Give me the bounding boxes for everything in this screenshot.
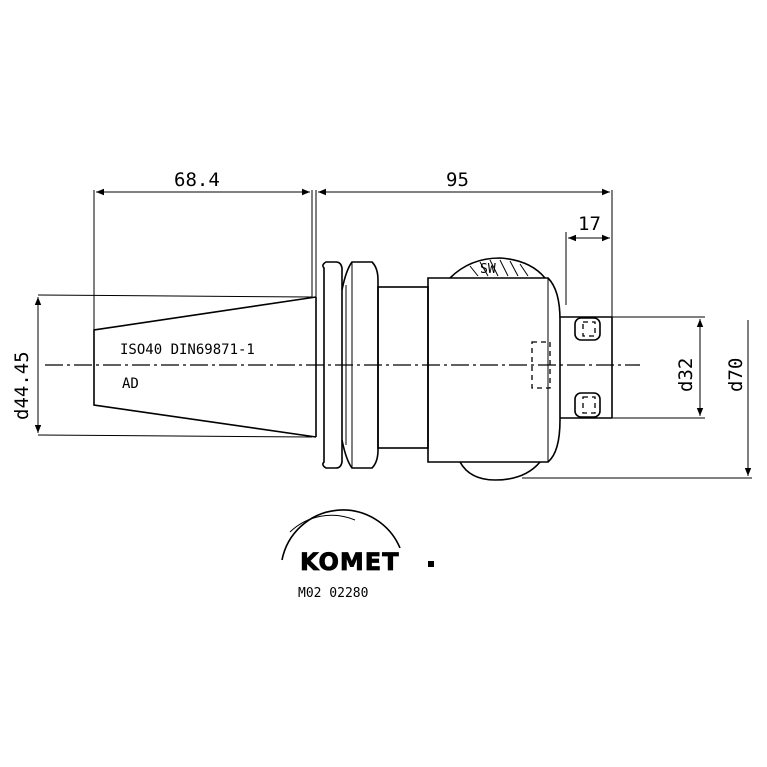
- screw-bottom: [574, 392, 601, 418]
- dim-taper-length: 68.4: [93, 169, 313, 330]
- flats-label: SW: [480, 262, 496, 277]
- dim-body-length: 95: [315, 169, 613, 317]
- komet-logo: KOMET: [281, 509, 434, 576]
- dim-70-label: d70: [725, 358, 747, 392]
- hidden-bore: [531, 341, 551, 389]
- logo-text: KOMET: [300, 548, 400, 576]
- shank: [560, 316, 705, 419]
- neck: [377, 286, 429, 449]
- standard-label: ISO40 DIN69871-1: [120, 342, 255, 358]
- taper-cone: [37, 294, 317, 438]
- dim-68-4-label: 68.4: [174, 169, 220, 191]
- flange: [315, 261, 379, 469]
- main-body: SW: [427, 257, 561, 481]
- dim-shank-diameter: d32: [675, 319, 704, 416]
- screw-top: [574, 317, 601, 341]
- dim-flange-diameter: d70: [522, 320, 752, 479]
- dim-taper-diameter: d44.45: [11, 297, 42, 433]
- logo-code: M02 02280: [298, 586, 368, 601]
- dim-95-label: 95: [446, 169, 469, 191]
- dim-17-label: 17: [578, 213, 601, 235]
- form-label: AD: [122, 376, 139, 392]
- dim-pin-length: 17: [565, 213, 610, 305]
- dim-44-45-label: d44.45: [11, 351, 33, 420]
- dim-32-label: d32: [675, 358, 697, 392]
- knurl-pattern: [469, 259, 529, 277]
